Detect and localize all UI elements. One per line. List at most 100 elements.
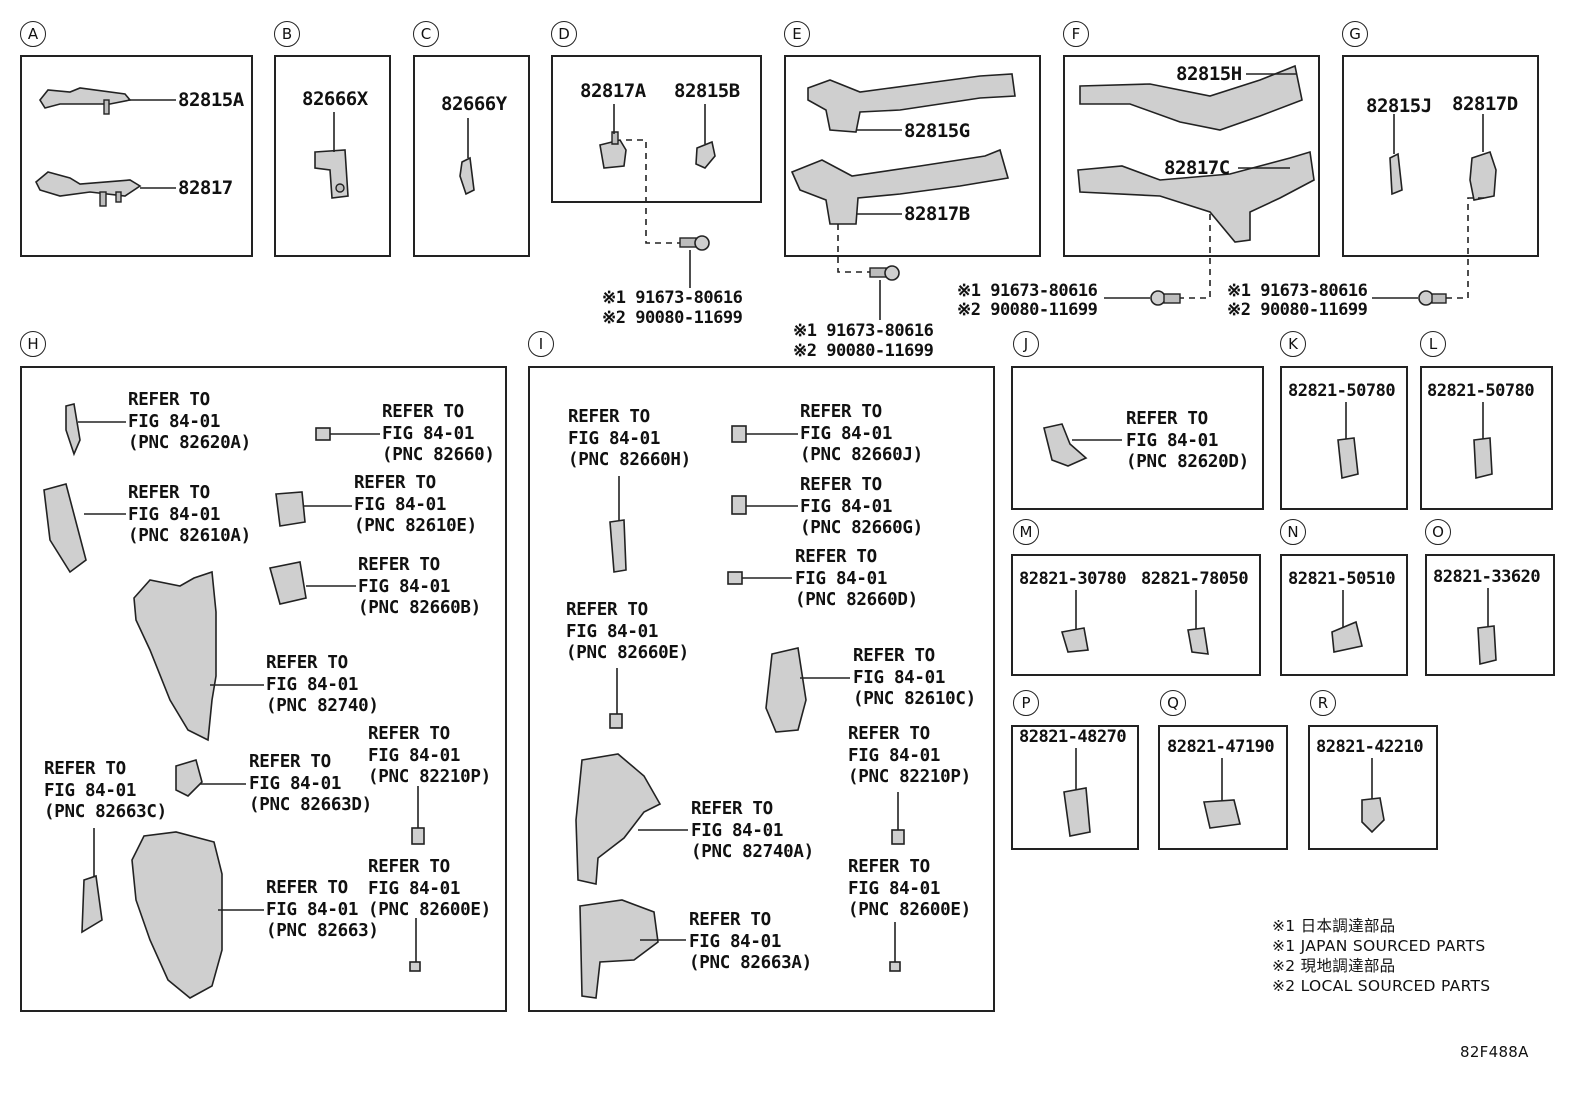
part-number-82817a: 82817A <box>580 80 646 102</box>
section-box-g <box>1342 55 1539 257</box>
part-i-82660j-drawing <box>731 425 747 443</box>
part-number-82817: 82817 <box>178 177 233 199</box>
part-82815g-drawing <box>807 73 1016 133</box>
part-number-82815h: 82815H <box>1176 63 1242 85</box>
part-i-82660h-drawing <box>609 519 627 573</box>
section-box-k <box>1280 366 1408 510</box>
part-number-l: 82821-50780 <box>1427 381 1535 401</box>
figure-code: 82F488A <box>1460 1043 1529 1061</box>
section-letter-f: F <box>1063 21 1089 47</box>
bolt-d-label-2: ※2 90080-11699 <box>602 308 743 328</box>
section-box-e <box>784 55 1041 257</box>
section-letter-l: L <box>1420 331 1446 357</box>
part-i-82740a-drawing <box>575 753 662 885</box>
refer-to-82660b: REFER TO FIG 84-01 (PNC 82660B) <box>358 555 481 618</box>
part-82817-drawing <box>35 171 142 207</box>
part-h-82600e-drawing <box>409 961 421 972</box>
section-letter-g: G <box>1342 21 1368 47</box>
bolt-f-label-1: ※1 91673-80616 <box>957 281 1098 301</box>
section-letter-d: D <box>551 21 577 47</box>
bolt-d-drawing <box>679 235 710 251</box>
part-h-82210p-drawing <box>411 827 425 845</box>
part-i-82210p-drawing <box>891 829 905 845</box>
refer-to-82610c: REFER TO FIG 84-01 (PNC 82610C) <box>853 646 976 709</box>
section-box-m <box>1011 554 1261 676</box>
section-letter-q: Q <box>1160 690 1186 716</box>
refer-to-82740a: REFER TO FIG 84-01 (PNC 82740A) <box>691 799 814 862</box>
part-l-drawing <box>1473 437 1493 480</box>
section-letter-r: R <box>1310 690 1336 716</box>
refer-to-82663d: REFER TO FIG 84-01 (PNC 82663D) <box>249 752 372 815</box>
part-number-q: 82821-47190 <box>1167 737 1275 757</box>
part-p-drawing <box>1063 787 1091 837</box>
part-j-82620d-drawing <box>1043 423 1088 467</box>
section-box-h <box>20 366 507 1012</box>
section-letter-b: B <box>274 21 300 47</box>
refer-to-82610e: REFER TO FIG 84-01 (PNC 82610E) <box>354 473 477 536</box>
part-h-82663d-drawing <box>175 758 203 797</box>
section-letter-m: M <box>1013 519 1039 545</box>
section-box-l <box>1420 366 1553 510</box>
section-box-b <box>274 55 391 257</box>
section-letter-o: O <box>1425 519 1451 545</box>
refer-to-82740: REFER TO FIG 84-01 (PNC 82740) <box>266 653 379 716</box>
part-h-82610a-drawing <box>43 483 87 574</box>
section-letter-n: N <box>1280 519 1306 545</box>
part-i-82660e-drawing <box>609 713 623 729</box>
part-r-drawing <box>1361 797 1385 834</box>
refer-to-82600e: REFER TO FIG 84-01 (PNC 82600E) <box>368 857 491 920</box>
part-number-82817b: 82817B <box>904 203 970 225</box>
part-number-82815b: 82815B <box>674 80 740 102</box>
legend-line-1: ※1 日本調達部品 <box>1272 917 1396 935</box>
part-h-82660-drawing <box>315 427 331 441</box>
section-letter-h: H <box>20 331 46 357</box>
part-82815h-drawing <box>1079 64 1303 131</box>
section-letter-i: I <box>528 331 554 357</box>
part-number-p: 82821-48270 <box>1019 727 1127 747</box>
refer-to-82663a: REFER TO FIG 84-01 (PNC 82663A) <box>689 910 812 973</box>
part-number-82666y: 82666Y <box>441 93 507 115</box>
part-number-m2: 82821-78050 <box>1141 569 1249 589</box>
refer-to-82210p: REFER TO FIG 84-01 (PNC 82210P) <box>368 724 491 787</box>
refer-to-82660g: REFER TO FIG 84-01 (PNC 82660G) <box>800 475 923 538</box>
section-box-r <box>1308 725 1438 850</box>
legend-line-4: ※2 LOCAL SOURCED PARTS <box>1272 977 1491 995</box>
part-o-drawing <box>1477 625 1497 666</box>
bolt-g-label-1: ※1 91673-80616 <box>1227 281 1368 301</box>
section-letter-j: J <box>1013 331 1039 357</box>
part-82666y-drawing <box>459 156 475 196</box>
section-letter-e: E <box>784 21 810 47</box>
section-letter-p: P <box>1013 690 1039 716</box>
bolt-e-drawing <box>869 265 900 281</box>
part-number-82666x: 82666X <box>302 88 368 110</box>
part-number-m1: 82821-30780 <box>1019 569 1127 589</box>
bolt-f-drawing <box>1150 290 1181 306</box>
bolt-g-label-2: ※2 90080-11699 <box>1227 300 1368 320</box>
part-82666x-drawing <box>314 149 349 199</box>
part-82815b-drawing <box>695 140 716 169</box>
section-box-q <box>1158 725 1288 850</box>
part-n-drawing <box>1331 620 1363 653</box>
part-number-82817c: 82817C <box>1164 157 1230 179</box>
section-box-n <box>1280 554 1408 676</box>
part-82815j-drawing <box>1389 152 1403 196</box>
bolt-e-label-1: ※1 91673-80616 <box>793 321 934 341</box>
section-box-f <box>1063 55 1320 257</box>
refer-to-82660e: REFER TO FIG 84-01 (PNC 82660E) <box>566 600 689 663</box>
refer-to-82663: REFER TO FIG 84-01 (PNC 82663) <box>266 878 379 941</box>
part-number-82817d: 82817D <box>1452 93 1518 115</box>
section-box-d <box>551 55 762 203</box>
refer-to-82620a: REFER TO FIG 84-01 (PNC 82620A) <box>128 390 251 453</box>
refer-to-i-82210p: REFER TO FIG 84-01 (PNC 82210P) <box>848 724 971 787</box>
part-i-82660d-drawing <box>727 571 743 585</box>
part-number-r: 82821-42210 <box>1316 737 1424 757</box>
part-h-82663c-drawing <box>81 874 103 934</box>
part-h-82660b-drawing <box>268 561 307 605</box>
part-m-78050-drawing <box>1187 627 1209 655</box>
section-box-a <box>20 55 253 257</box>
section-box-o <box>1425 554 1555 676</box>
bolt-f-label-2: ※2 90080-11699 <box>957 300 1098 320</box>
part-number-82815j: 82815J <box>1366 95 1432 117</box>
part-number-82815g: 82815G <box>904 120 970 142</box>
